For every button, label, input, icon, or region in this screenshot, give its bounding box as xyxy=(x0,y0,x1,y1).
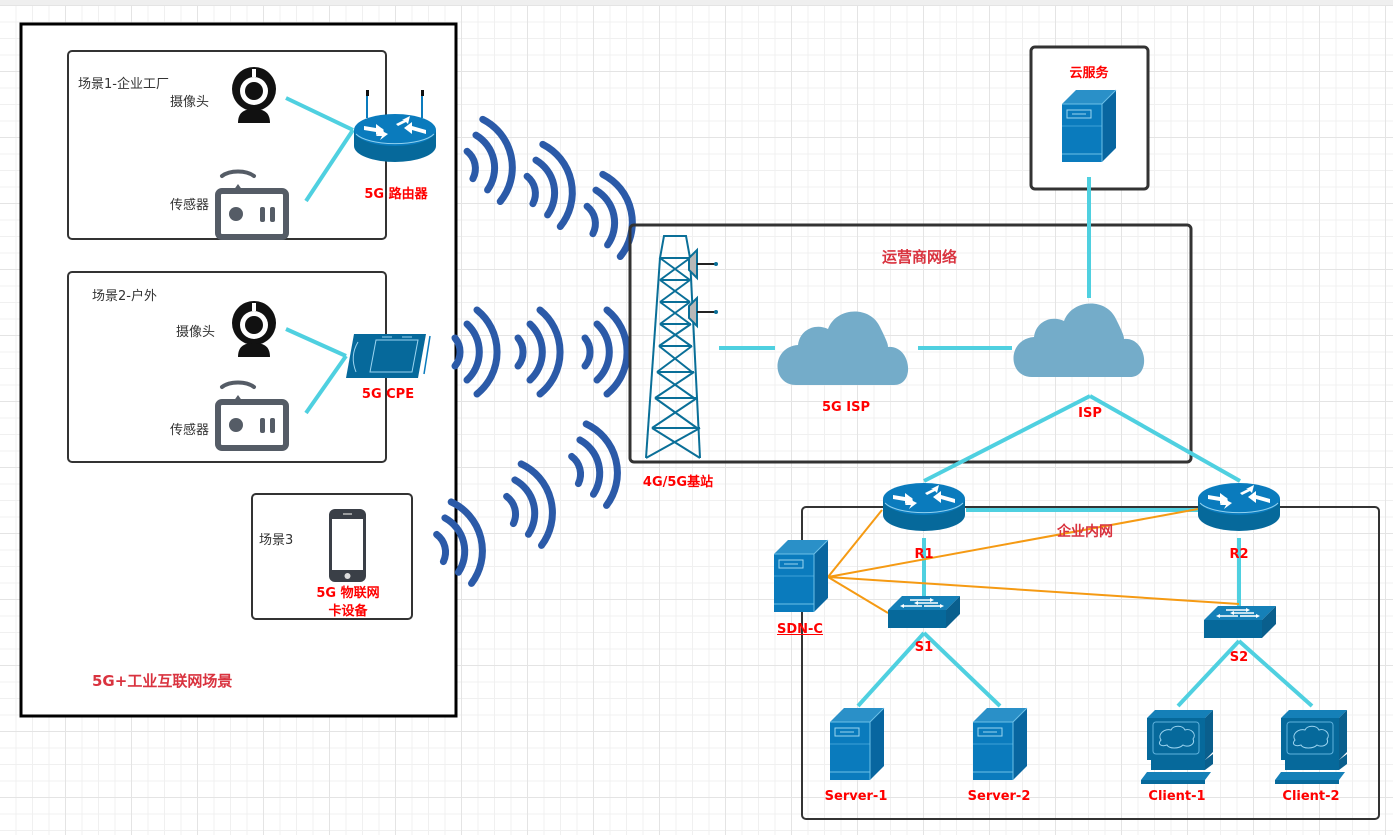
server-1-label: Server-1 xyxy=(824,789,888,804)
link-s2-client2 xyxy=(1237,639,1314,708)
server-2-label: Server-2 xyxy=(967,789,1031,804)
scene2-label: 场景2-户外 xyxy=(92,289,157,304)
isp-cloud-icon[interactable] xyxy=(1013,303,1145,377)
sdn-controller-icon[interactable] xyxy=(773,539,829,613)
5g-cpe-label: 5G CPE xyxy=(361,387,415,402)
sensor-label: 传感器 xyxy=(170,423,210,438)
router-r2-label: R2 xyxy=(1229,547,1249,562)
client-2-label: Client-2 xyxy=(1282,789,1340,804)
camera-label: 摄像头 xyxy=(170,95,210,110)
canvas-top-strip xyxy=(0,0,1393,5)
scene3-label: 场景3 xyxy=(259,533,294,548)
sdn-link-r1 xyxy=(827,509,883,578)
cloud-service-label: 云服务 xyxy=(1069,66,1109,81)
base-station-label: 4G/5G基站 xyxy=(642,475,714,490)
sdn-controller-label: SDN-C xyxy=(777,622,823,637)
link-s1-server2 xyxy=(922,631,1002,708)
switch-s1-icon[interactable] xyxy=(887,595,961,629)
client-1-label: Client-1 xyxy=(1148,789,1206,804)
carrier-network-box xyxy=(628,223,1193,464)
link-s1-server1 xyxy=(856,631,926,708)
switch-s2-icon[interactable] xyxy=(1203,605,1277,639)
sdn-link-r2 xyxy=(827,508,1199,578)
router-r1-icon[interactable] xyxy=(882,482,966,532)
link-isp-r2 xyxy=(1089,394,1241,483)
link-camera1-router xyxy=(285,96,354,132)
5g-isp-cloud-icon[interactable] xyxy=(777,311,909,385)
base-station-tower-icon[interactable] xyxy=(645,235,701,459)
antenna-panel-icon xyxy=(688,247,718,329)
sensor-label: 传感器 xyxy=(170,198,210,213)
server-1-icon[interactable] xyxy=(829,707,885,781)
sdn-link-s1 xyxy=(827,576,889,614)
carrier-network-label: 运营商网络 xyxy=(882,248,958,266)
client-1-icon[interactable] xyxy=(1140,709,1214,785)
switch-s1-label: S1 xyxy=(914,640,934,655)
client-2-icon[interactable] xyxy=(1274,709,1348,785)
router-r2-icon[interactable] xyxy=(1197,482,1281,532)
diagram-title: 5G+工业互联网场景 xyxy=(92,672,233,690)
link-sensor1-router xyxy=(304,128,355,203)
scene1-label: 场景1-企业工厂 xyxy=(78,77,169,92)
router-r1-label: R1 xyxy=(914,547,934,562)
wireless-signal-waves xyxy=(430,115,640,589)
isp-label: ISP xyxy=(1078,406,1102,421)
link-s2-client1 xyxy=(1176,639,1241,708)
smartphone-icon[interactable] xyxy=(329,509,366,582)
iot-device-label-line2: 卡设备 xyxy=(328,604,368,619)
5g-router-icon[interactable] xyxy=(353,90,437,163)
cloud-server-icon[interactable] xyxy=(1061,89,1117,163)
5g-isp-label: 5G ISP xyxy=(822,400,870,415)
enterprise-network-box xyxy=(801,506,1380,820)
5g-cpe-icon[interactable] xyxy=(346,334,431,378)
5g-router-label: 5G 路由器 xyxy=(364,187,428,202)
iot-device-label-line1: 5G 物联网 xyxy=(316,586,380,601)
link-sensor2-cpe xyxy=(304,354,348,415)
server-2-icon[interactable] xyxy=(972,707,1028,781)
sdn-link-s2 xyxy=(827,576,1240,605)
camera-label: 摄像头 xyxy=(176,325,216,340)
switch-s2-label: S2 xyxy=(1229,650,1249,665)
link-isp-r1 xyxy=(923,394,1091,483)
link-camera2-cpe xyxy=(285,327,347,358)
enterprise-network-label: 企业内网 xyxy=(1057,524,1113,540)
